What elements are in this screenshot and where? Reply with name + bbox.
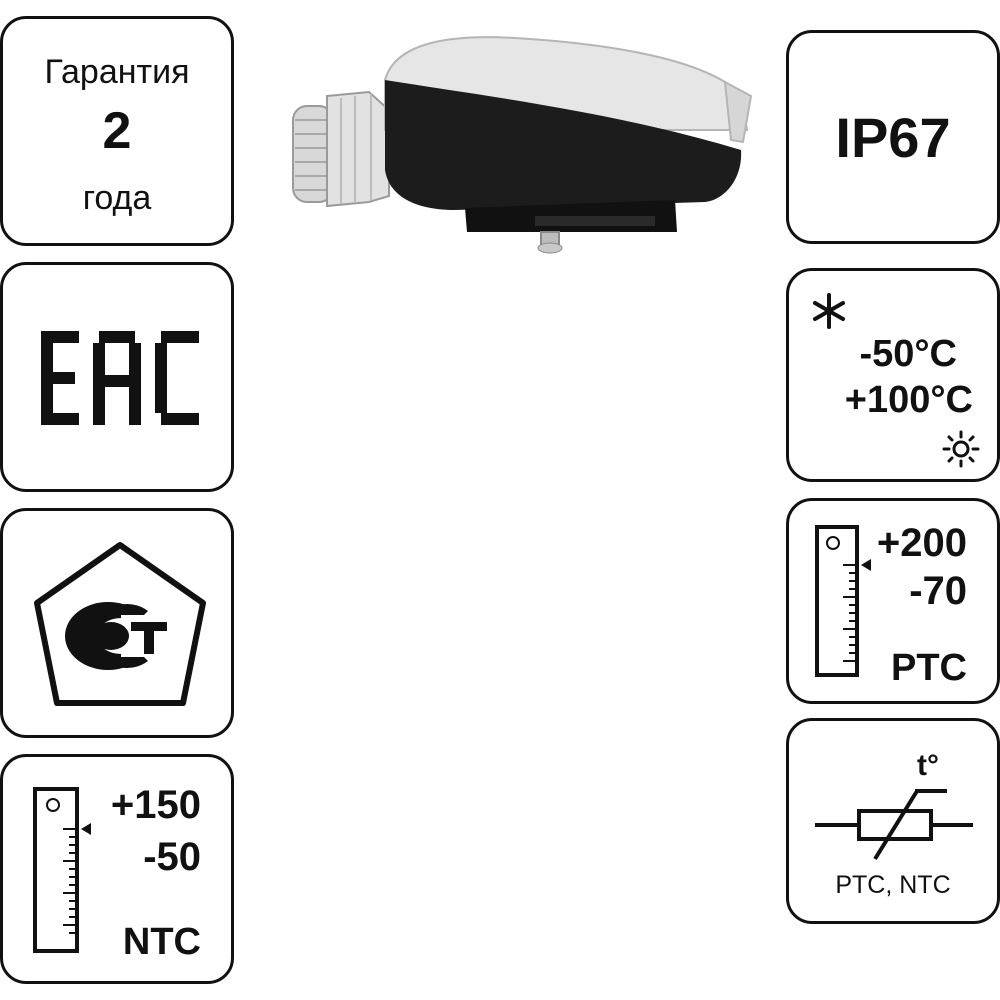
- ptc-range-card: +200 -70 PTC: [786, 498, 1000, 704]
- ip-rating-value: IP67: [835, 106, 951, 169]
- temperature-sensor-housing-image: [292, 36, 753, 254]
- ptc-type-label: PTC: [891, 647, 967, 689]
- thermometer-scale-icon: [33, 787, 91, 953]
- thermistor-caption: PTC, NTC: [835, 871, 951, 899]
- thermometer-scale-icon: [815, 525, 871, 677]
- thermistor-symbol-icon: [815, 789, 973, 861]
- ip-rating-card: IP67: [786, 30, 1000, 244]
- ntc-type-label: NTC: [122, 921, 201, 963]
- ntc-range-card: +150 -50 NTC: [0, 754, 234, 984]
- ntc-min-value: -50: [143, 835, 201, 879]
- temperature-max: +100°C: [844, 379, 973, 421]
- warranty-unit: года: [82, 179, 152, 217]
- eac-card: [0, 262, 234, 492]
- thermistor-t-label: t°: [917, 749, 939, 782]
- temperature-min: -50°C: [859, 333, 957, 375]
- eac-mark-icon: [41, 331, 199, 425]
- sun-icon: [942, 430, 980, 468]
- warranty-label: Гарантия: [44, 53, 190, 91]
- snowflake-icon: [813, 293, 845, 329]
- gost-certification-icon: [34, 542, 206, 706]
- warranty-card: Гарантия 2 года: [0, 16, 234, 246]
- ptc-min-value: -70: [909, 569, 967, 613]
- temperature-range-card: -50°C +100°C: [786, 268, 1000, 482]
- warranty-years: 2: [102, 102, 132, 160]
- ptc-max-value: +200: [876, 521, 967, 565]
- gost-card: [0, 508, 234, 738]
- ntc-max-value: +150: [110, 783, 201, 827]
- thermistor-card: t° PTC, NTC: [786, 718, 1000, 924]
